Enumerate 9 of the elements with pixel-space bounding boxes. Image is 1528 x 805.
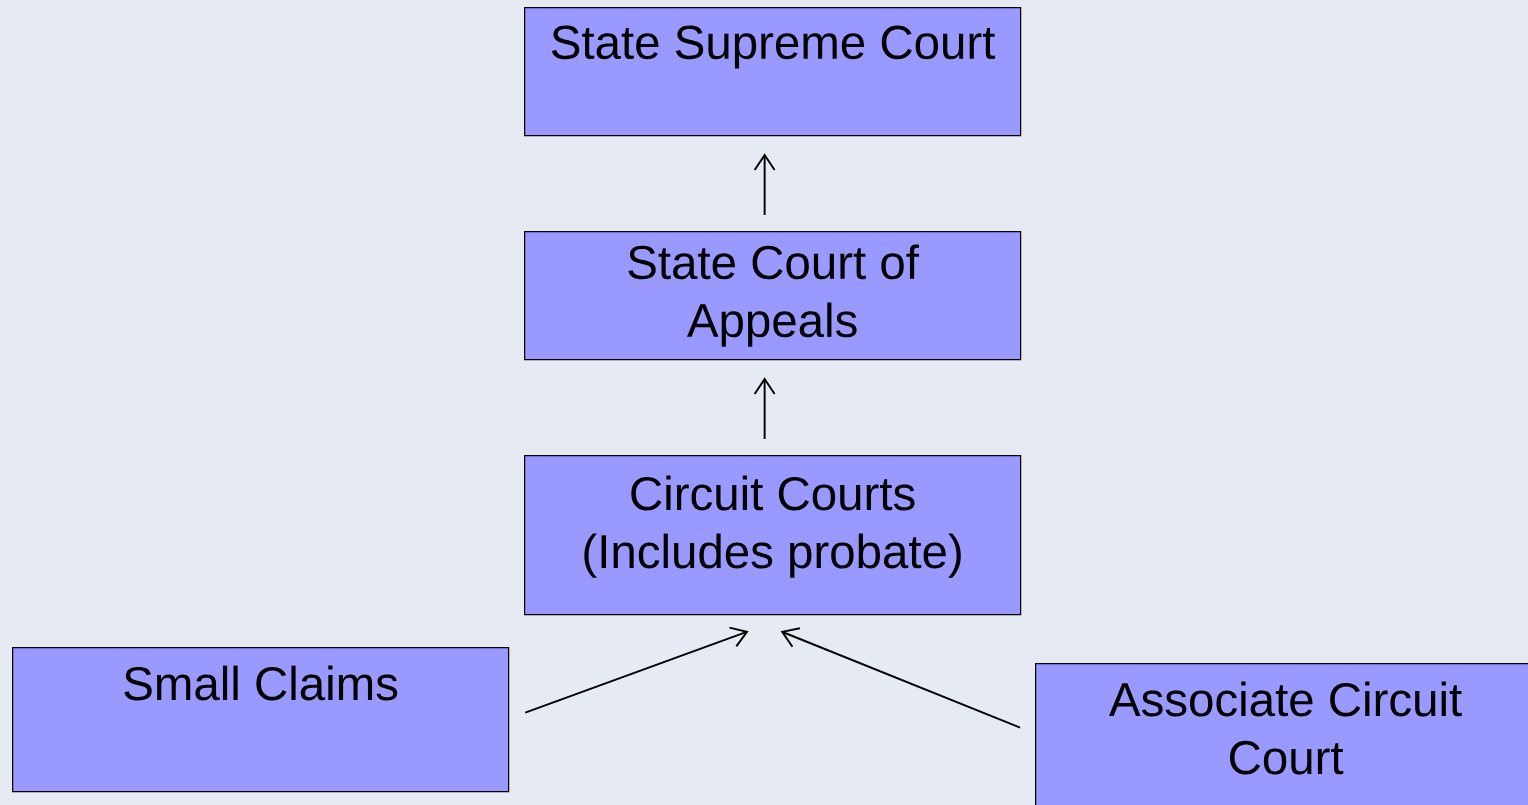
court-box: Small Claims [12, 647, 510, 793]
arrow [753, 153, 776, 216]
court-box: Circuit Courts (Includes probate) [524, 455, 1022, 616]
court-box: State Court of Appeals [524, 231, 1022, 361]
court-box: Associate Circuit Court [1035, 663, 1528, 805]
arrow [753, 377, 776, 440]
arrow [524, 626, 749, 714]
arrow [780, 627, 1021, 729]
court-box: State Supreme Court [524, 7, 1022, 137]
